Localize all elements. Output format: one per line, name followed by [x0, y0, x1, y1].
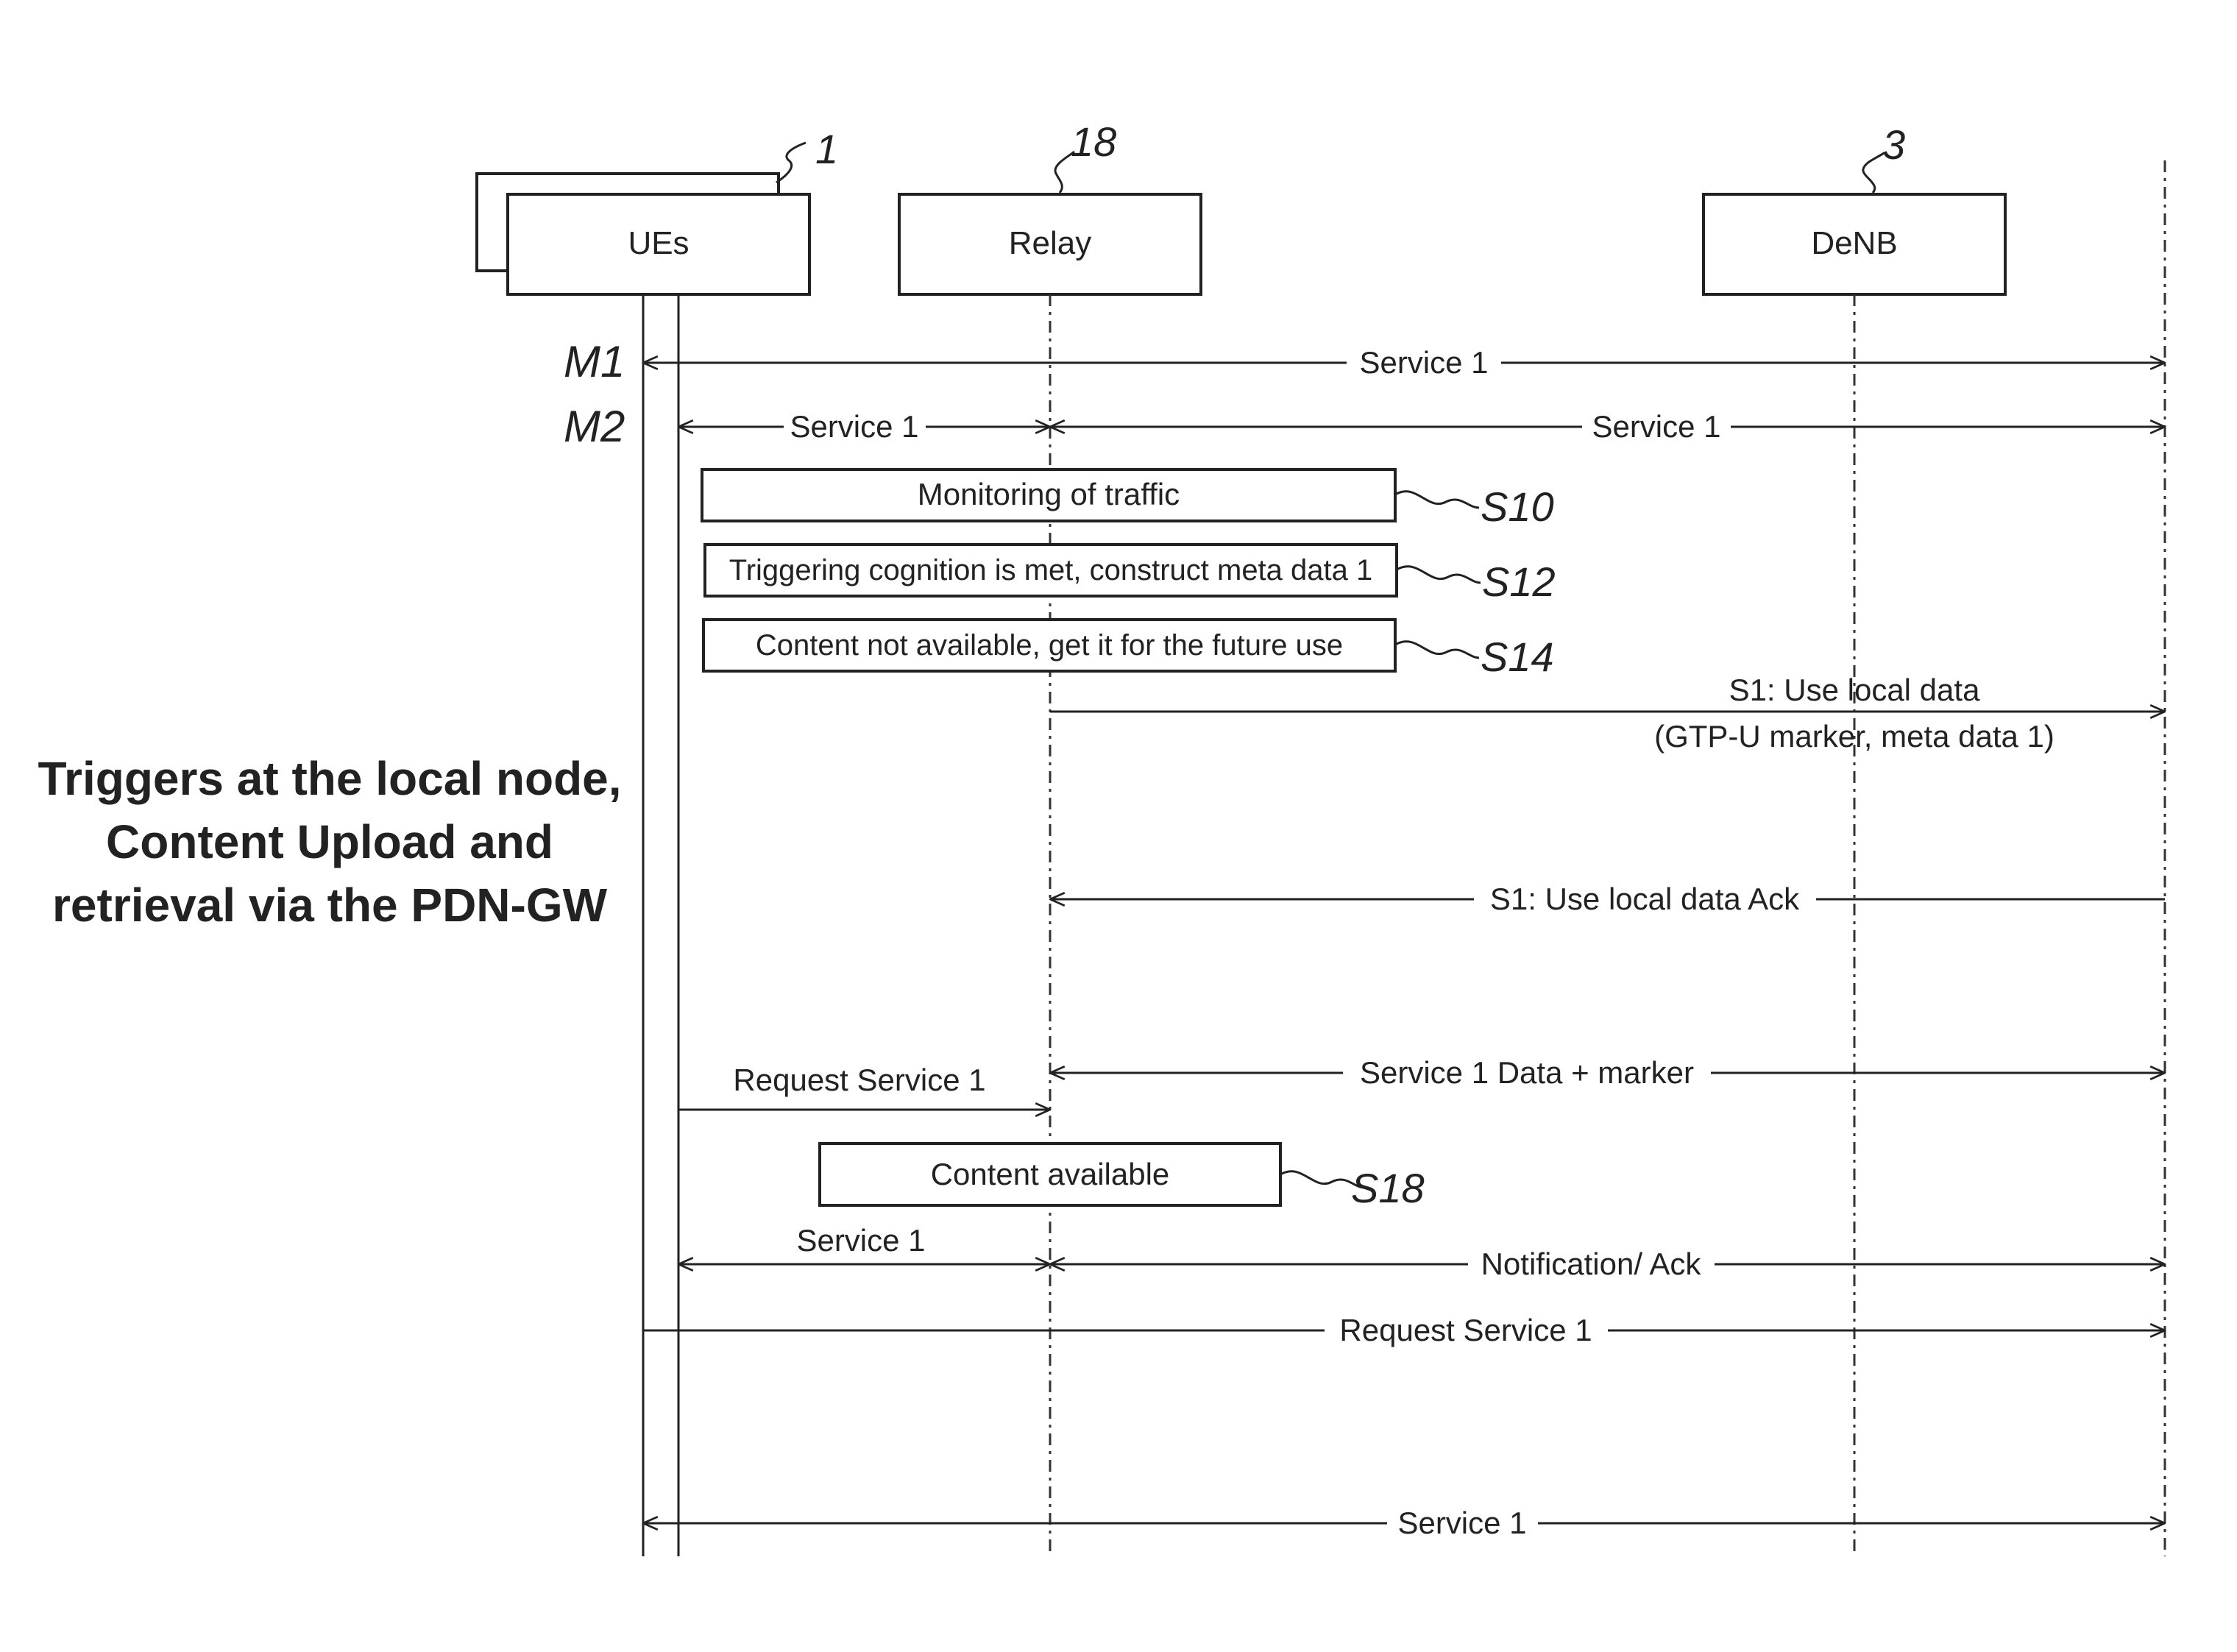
request-service-net-label: Request Service 1 [1339, 1313, 1592, 1347]
step-s18-ref: S18 [1351, 1165, 1425, 1211]
ues-ref-leader [776, 143, 806, 182]
ues-label: UEs [628, 225, 689, 261]
relay-ref: 18 [1071, 118, 1116, 165]
denb-ref: 3 [1882, 121, 1905, 168]
step-s12-ref: S12 [1482, 559, 1556, 605]
m2-ue-label: Service 1 [790, 409, 918, 444]
denb-ref-leader [1863, 153, 1884, 193]
side-caption-line-3: retrieval via the PDN-GW [52, 879, 608, 932]
node-denb: DeNB [1704, 194, 2005, 294]
ues-ref: 1 [815, 126, 838, 172]
step-s12-label: Triggering cognition is met, construct m… [729, 554, 1373, 586]
s1-ack-label: S1: Use local data Ack [1490, 882, 1800, 916]
node-relay: Relay [899, 194, 1201, 294]
relay-label: Relay [1009, 225, 1092, 261]
service-ue-2-label: Service 1 [796, 1223, 925, 1258]
step-s14-leader [1395, 642, 1479, 658]
side-caption: Triggers at the local node, Content Uplo… [38, 752, 621, 932]
step-s12-leader [1397, 567, 1481, 583]
side-caption-line-2: Content Upload and [106, 815, 553, 868]
step-s10-ref: S10 [1481, 483, 1554, 530]
step-s18-label: Content available [931, 1157, 1170, 1191]
step-s12: Triggering cognition is met, construct m… [705, 545, 1556, 605]
step-s10-leader [1395, 492, 1479, 508]
step-s18: Content available S18 [820, 1144, 1425, 1211]
step-s14-ref: S14 [1481, 634, 1554, 680]
step-s14-label: Content not available, get it for the fu… [756, 629, 1343, 662]
denb-label: DeNB [1811, 225, 1897, 261]
service-final-label: Service 1 [1397, 1506, 1526, 1540]
service-data-label: Service 1 Data + marker [1360, 1055, 1694, 1090]
step-s10: Monitoring of traffic S10 [702, 469, 1554, 530]
step-s10-label: Monitoring of traffic [918, 477, 1180, 511]
request-service-ue-label: Request Service 1 [733, 1063, 985, 1097]
m2-net-label: Service 1 [1592, 409, 1720, 444]
m1-label: Service 1 [1359, 345, 1488, 380]
s1-use-local-sublabel: (GTP-U marker, meta data 1) [1654, 719, 2055, 754]
notification-label: Notification/ Ack [1481, 1247, 1702, 1281]
node-ues: UEs [477, 174, 809, 294]
message-tag-m1: M1 [564, 337, 625, 386]
message-tag-m2: M2 [564, 402, 625, 451]
side-caption-line-1: Triggers at the local node, [38, 752, 621, 805]
s1-use-local-label: S1: Use local data [1729, 673, 1981, 707]
step-s14: Content not available, get it for the fu… [703, 620, 1554, 680]
